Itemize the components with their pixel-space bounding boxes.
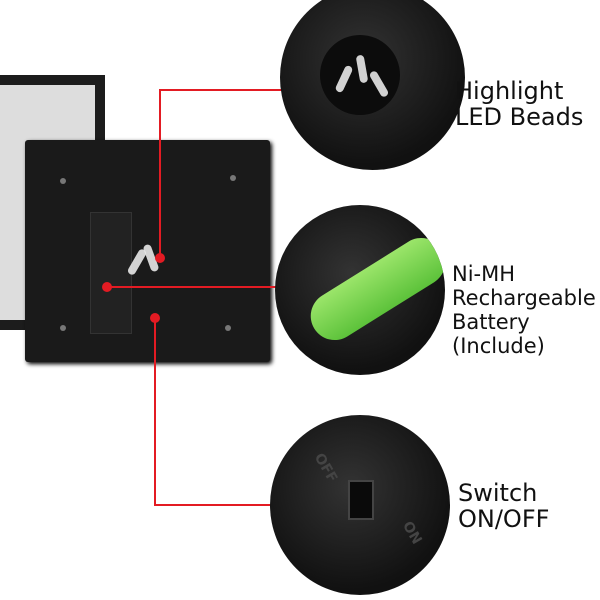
callout-text: LED Beads — [455, 103, 584, 131]
screw — [225, 325, 231, 331]
battery-icon — [301, 228, 445, 350]
pointer-dot-switch — [150, 313, 160, 323]
pointer-dot-battery — [102, 282, 112, 292]
callout-switch: Switch ON/OFF — [458, 480, 549, 532]
on-marking: ON — [398, 518, 425, 548]
zoom-circle-led — [280, 0, 465, 170]
callout-text: Highlight — [455, 77, 564, 105]
battery-cover — [90, 212, 132, 334]
screw — [230, 175, 236, 181]
pointer-line-led — [159, 90, 161, 258]
pointer-line-switch — [154, 504, 272, 506]
zoom-circle-switch: OFF ON — [270, 415, 450, 595]
pointer-line-battery — [107, 286, 277, 288]
screw — [60, 325, 66, 331]
pointer-line-led — [159, 89, 287, 91]
off-marking: OFF — [310, 450, 341, 486]
zoom-circle-battery — [275, 205, 445, 375]
pointer-dot-led — [155, 253, 165, 263]
callout-battery: Ni-MH Rechargeable Battery (Include) — [452, 262, 596, 358]
screw — [60, 178, 66, 184]
power-switch — [348, 480, 374, 520]
callout-text: ON/OFF — [458, 505, 550, 533]
back-panel — [25, 140, 270, 362]
callout-text: Rechargeable — [452, 286, 596, 310]
callout-text: (Include) — [452, 334, 545, 358]
callout-led: Highlight LED Beads — [455, 78, 583, 130]
callout-text: Ni-MH — [452, 262, 516, 286]
callout-text: Switch — [458, 479, 538, 507]
callout-text: Battery — [452, 310, 530, 334]
pointer-line-switch — [154, 318, 156, 506]
